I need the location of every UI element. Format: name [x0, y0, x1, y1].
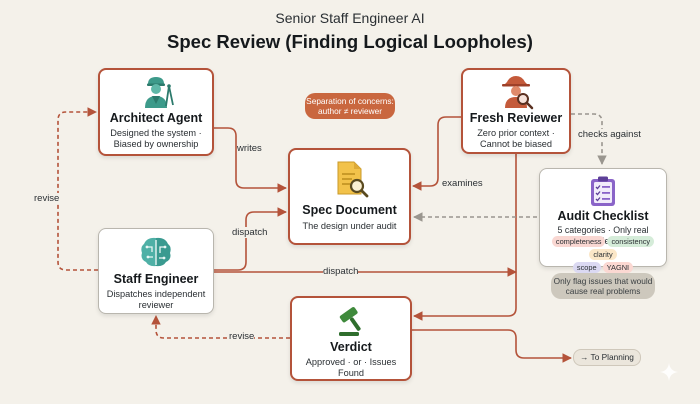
- verdict-desc: Approved · or · Issues Found: [305, 357, 397, 378]
- edge-label-examines: examines: [442, 178, 483, 189]
- separation-note-line2: author ≠ reviewer: [317, 106, 383, 116]
- edge-label-dispatch-reviewer: dispatch: [323, 266, 359, 277]
- clipboard-checklist-icon: [591, 176, 615, 206]
- checklist-title: Audit Checklist: [557, 209, 649, 223]
- edge-reviewer-to-verdict: [413, 154, 517, 321]
- edge-label-checks-against: checks against: [578, 129, 641, 140]
- reviewer-desc-line2: Cannot be biased: [479, 139, 553, 149]
- architect-desc-line2: Biased by ownership: [113, 139, 199, 149]
- edge-to-planning: [412, 329, 572, 363]
- document-magnifier-icon: [337, 161, 368, 198]
- edge-revise-left: [57, 107, 98, 271]
- edge-dispatch-spec: [214, 207, 287, 271]
- tag-completeness: completeness: [551, 236, 606, 247]
- sparkle-icon: [660, 363, 678, 381]
- edge-label-dispatch-spec: dispatch: [232, 227, 268, 238]
- node-audit-checklist: Audit Checklist 5 categories · Only real…: [539, 168, 667, 273]
- flag-issues-note: Only flag issues that would cause real p…: [551, 273, 655, 299]
- flag-note-line1: Only flag issues that would: [553, 276, 653, 286]
- separation-note-line1: Separation of concerns:: [306, 96, 394, 106]
- reviewer-desc-line1: Zero prior context ·: [477, 128, 555, 138]
- edge-label-revise-left: revise: [34, 193, 60, 204]
- tag-consistency: consistency: [607, 236, 655, 247]
- architect-desc-line1: Designed the system ·: [110, 128, 202, 138]
- edge-examines: [412, 116, 461, 191]
- edge-checks-against: [571, 113, 607, 165]
- architect-with-compass-icon: [145, 77, 174, 108]
- architect-title: Architect Agent: [109, 111, 203, 125]
- to-planning-badge: → To Planning: [573, 349, 641, 366]
- gavel-icon: [339, 307, 361, 336]
- edge-revise-bottom: [151, 315, 290, 339]
- node-fresh-reviewer: Fresh Reviewer Zero prior context · Cann…: [461, 68, 571, 154]
- node-spec-document: Spec Document The design under audit: [288, 148, 411, 245]
- node-verdict: Verdict Approved · or · Issues Found: [290, 296, 412, 381]
- node-staff-engineer: Staff Engineer Dispatches independent re…: [98, 228, 214, 314]
- tag-clarity: clarity: [589, 249, 617, 260]
- diagram-subtitle: Senior Staff Engineer AI: [275, 10, 425, 26]
- edge-label-revise-bottom: revise: [229, 331, 255, 342]
- brain-circuit-icon: [141, 237, 171, 267]
- separation-of-concerns-note: Separation of concerns: author ≠ reviewe…: [305, 93, 395, 119]
- tag-yagni: YAGNI: [602, 262, 634, 273]
- staff-desc-line2: reviewer: [138, 300, 174, 310]
- spec-desc: The design under audit: [302, 221, 397, 231]
- edge-writes: [214, 127, 287, 193]
- node-architect-agent: Architect Agent Designed the system · Bi…: [98, 68, 214, 156]
- verdict-title: Verdict: [330, 340, 372, 354]
- diagram-title: Spec Review (Finding Logical Loopholes): [167, 31, 533, 52]
- staff-title: Staff Engineer: [113, 272, 199, 286]
- spec-title: Spec Document: [302, 203, 397, 217]
- detective-magnifier-icon: [502, 76, 534, 110]
- flag-note-line2: cause real problems: [565, 286, 641, 296]
- edge-label-writes: writes: [237, 143, 262, 154]
- reviewer-title: Fresh Reviewer: [469, 111, 563, 125]
- tag-scope: scope: [572, 262, 601, 273]
- staff-desc-line1: Dispatches independent: [106, 289, 206, 299]
